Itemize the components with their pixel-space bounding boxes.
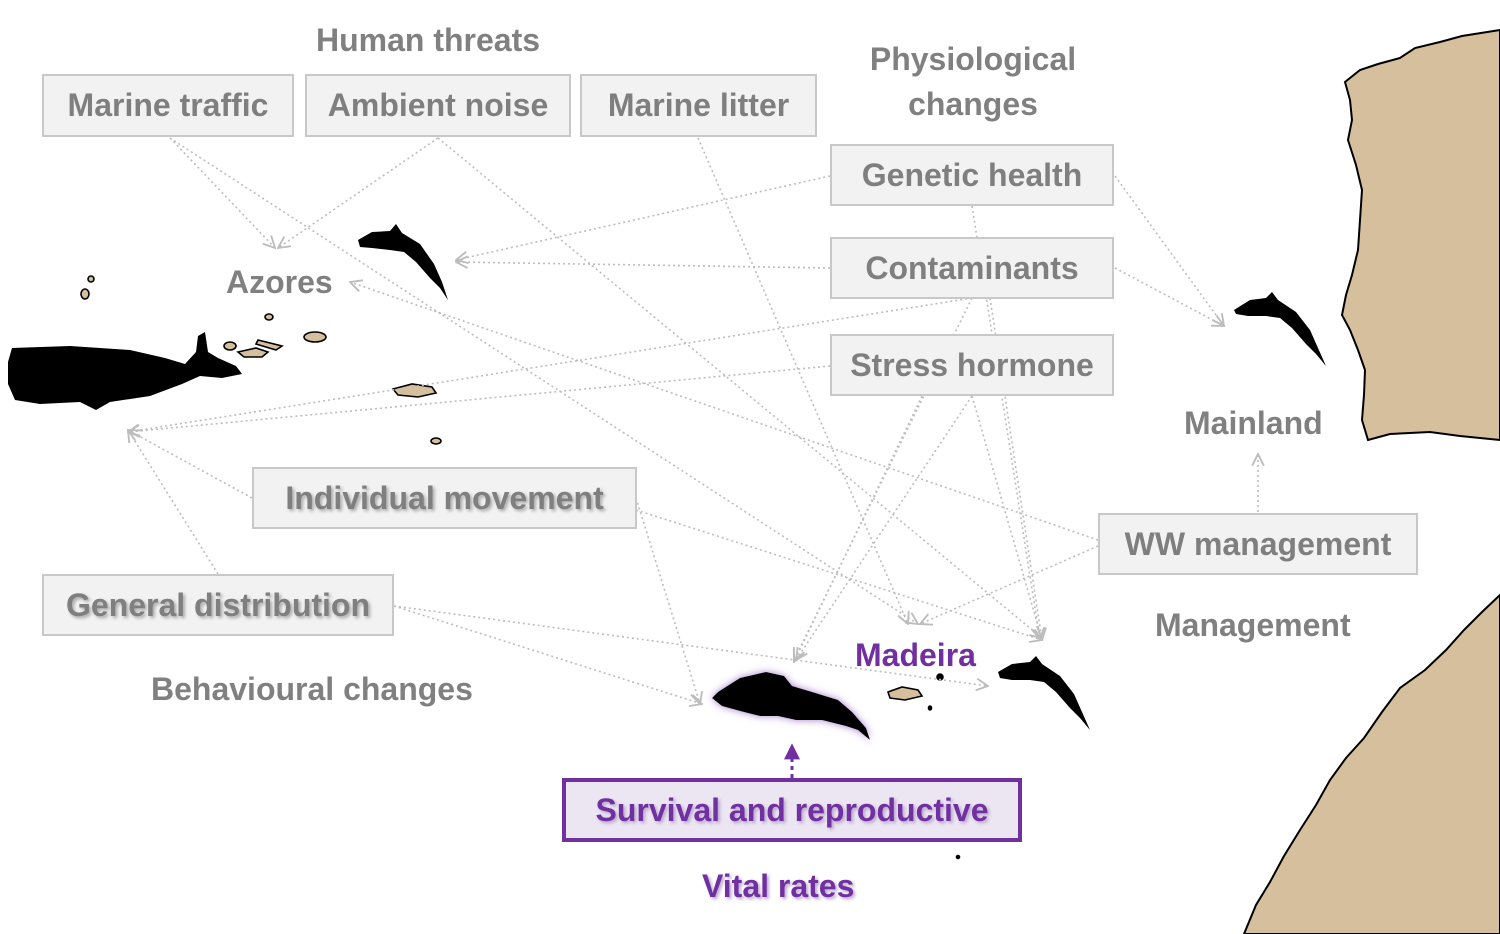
- group-label-management: Management: [1155, 607, 1351, 643]
- arrow-contam-mainland: [1114, 267, 1224, 326]
- dolphin-madeira-silhouette: [998, 656, 1090, 730]
- arrow-stress-sperm: [128, 365, 831, 432]
- box-contaminants: Contaminants: [830, 237, 1114, 299]
- group-label-behavioural: Behavioural changes: [151, 671, 473, 707]
- arrow-ww-madeira: [920, 545, 1099, 624]
- box-survival-reproductive: Survival and reproductive: [562, 778, 1022, 842]
- arrow-distribution-pilot: [393, 605, 702, 704]
- arrow-litter-madeira: [697, 137, 908, 624]
- box-stress-hormone: Stress hormone: [830, 334, 1114, 396]
- arrow-ww-azores: [350, 282, 1099, 541]
- arrow-contam-azores: [456, 262, 831, 268]
- arrow-traffic-azores: [169, 137, 275, 248]
- group-label-human-threats: Human threats: [316, 22, 541, 58]
- connection-arrows: [128, 137, 1258, 704]
- arrow-noise-azores: [278, 137, 439, 248]
- arrow-stress-pilot: [794, 395, 923, 662]
- group-label-vital-rates: Vital rates: [702, 868, 855, 904]
- sperm-whale-silhouette: [8, 332, 242, 410]
- group-label-physiological: Physiological changes: [869, 41, 1077, 122]
- box-marine-litter: Marine litter: [580, 74, 817, 137]
- box-ww-management: WW management: [1098, 513, 1418, 575]
- box-marine-traffic: Marine traffic: [42, 74, 294, 137]
- dolphin-azores-silhouette: [358, 224, 448, 300]
- box-individual-movement: Individual movement: [252, 467, 637, 529]
- arrow-noise-madeira: [437, 137, 1042, 638]
- arrow-genetic-mainland: [1114, 175, 1224, 326]
- arrow-stress-pilot2: [796, 395, 973, 660]
- box-general-distribution: General distribution: [42, 574, 394, 636]
- arrow-genetic-madeira: [971, 205, 1040, 640]
- iberia-land: [1340, 28, 1500, 442]
- arrow-distribution-sperm: [128, 430, 219, 575]
- arrow-stress-madeira: [971, 395, 1042, 640]
- arrow-movement-sperm: [128, 430, 253, 499]
- arrow-traffic-madeira: [169, 137, 918, 624]
- region-label-azores: Azores: [226, 264, 333, 300]
- arrow-genetic-azores: [456, 175, 831, 260]
- region-label-madeira: Madeira: [855, 637, 976, 673]
- madeira-islands: [886, 673, 961, 860]
- pilot-whale-silhouette: [712, 672, 870, 740]
- region-label-mainland: Mainland: [1184, 405, 1323, 441]
- africa-land: [1242, 593, 1500, 934]
- arrow-movement-pilot: [635, 497, 700, 704]
- dolphin-mainland-silhouette: [1234, 292, 1326, 366]
- azores-islands: [80, 275, 442, 445]
- box-genetic-health: Genetic health: [830, 144, 1114, 206]
- arrow-movement-madeira: [635, 509, 1042, 640]
- box-ambient-noise: Ambient noise: [305, 74, 571, 137]
